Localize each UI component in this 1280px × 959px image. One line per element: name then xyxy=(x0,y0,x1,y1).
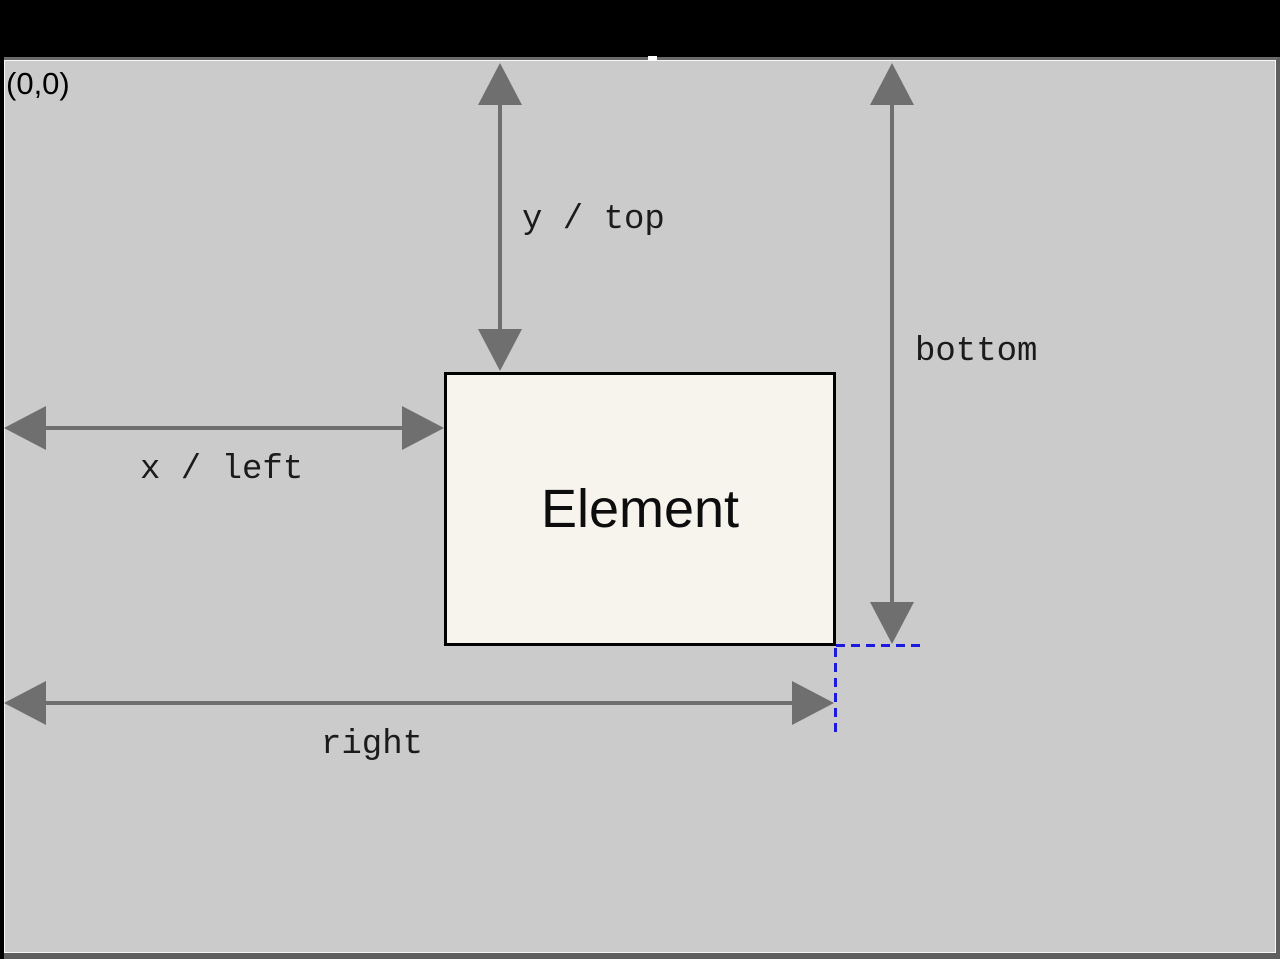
arrow-shaft xyxy=(8,426,440,430)
arrowhead-up-icon xyxy=(870,63,914,105)
arrowhead-up-icon xyxy=(478,63,522,105)
arrow-y-top xyxy=(478,63,522,371)
arrow-bottom xyxy=(870,63,914,644)
arrowhead-right-icon xyxy=(402,406,444,450)
arrowhead-left-icon xyxy=(4,406,46,450)
element-label: Element xyxy=(540,479,740,539)
origin-coordinate-label: (0,0) xyxy=(6,66,70,101)
arrowhead-down-icon xyxy=(870,602,914,644)
diagram-canvas: (0,0) y / top bottom x / left right xyxy=(4,57,1280,959)
arrow-x-left xyxy=(4,406,444,450)
label-x-left: x / left xyxy=(140,451,304,489)
arrow-shaft xyxy=(8,701,830,705)
cropped-text-artifact xyxy=(648,56,657,60)
arrow-right xyxy=(4,681,834,725)
label-right: right xyxy=(321,726,424,764)
arrowhead-right-icon xyxy=(792,681,834,725)
arrowhead-down-icon xyxy=(478,329,522,371)
element-box: Element xyxy=(444,372,836,646)
blue-guide-horizontal xyxy=(836,644,926,647)
arrowhead-left-icon xyxy=(4,681,46,725)
arrow-shaft xyxy=(498,67,502,367)
blue-guide-vertical xyxy=(834,648,837,736)
label-y-top: y / top xyxy=(522,201,665,239)
arrow-shaft xyxy=(890,67,894,640)
label-bottom: bottom xyxy=(915,333,1038,371)
